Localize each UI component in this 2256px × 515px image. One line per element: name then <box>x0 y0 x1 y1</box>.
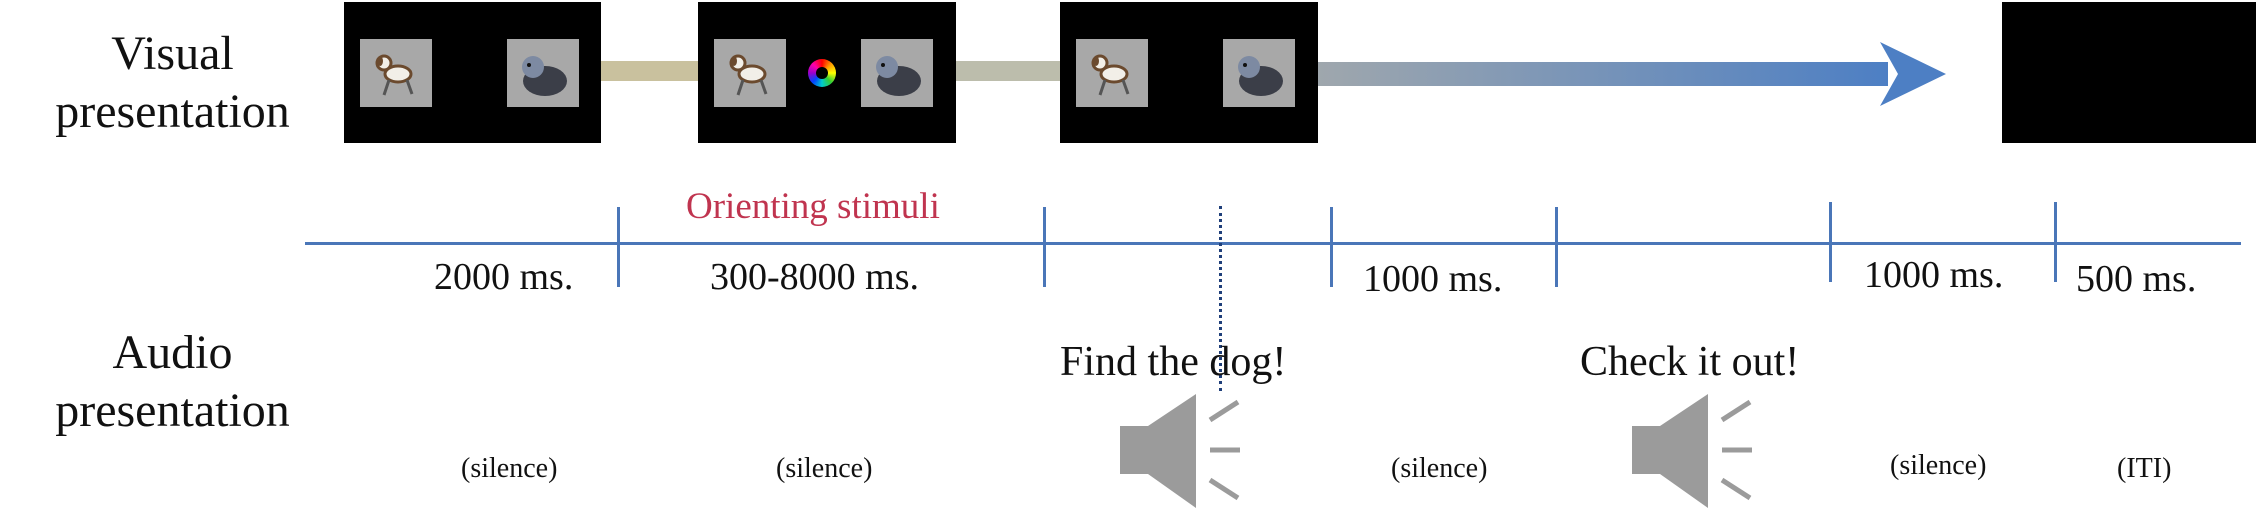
duration-label: 2000 ms. <box>434 256 574 298</box>
blank-frame <box>2002 2 2256 143</box>
timeline-tick <box>1555 207 1558 287</box>
stimulus-frame-3 <box>1060 2 1318 143</box>
connector-bar-1 <box>600 61 700 81</box>
audio-label-line2: presentation <box>55 384 290 437</box>
duration-label: 1000 ms. <box>1363 258 1503 300</box>
speech-followup: Check it out! <box>1580 339 1800 385</box>
duration-label: 500 ms. <box>2076 258 2197 300</box>
orienting-stimuli-label: Orienting stimuli <box>686 186 940 227</box>
timeline-tick <box>617 207 620 287</box>
stimulus-frame-2 <box>698 2 956 143</box>
timeline-tick <box>2054 202 2057 282</box>
speaker-icon <box>1632 394 1752 508</box>
silence-label: (silence) <box>776 453 873 484</box>
timeline-tick <box>1330 207 1333 287</box>
timeline-tick <box>1043 207 1046 287</box>
dog-image <box>1076 39 1148 107</box>
silence-label: (silence) <box>1890 450 1987 481</box>
duration-label: 300-8000 ms. <box>710 256 919 298</box>
silence-label: (silence) <box>1391 453 1488 484</box>
visual-label-line2: presentation <box>55 85 290 138</box>
wombat-image <box>1223 39 1295 107</box>
visual-presentation-label: Visual presentation <box>0 25 345 141</box>
color-wheel-icon <box>808 59 836 87</box>
connector-bar-2 <box>955 61 1061 81</box>
speaker-icon <box>1120 394 1240 508</box>
onset-dotted-line <box>1219 206 1222 391</box>
iti-label: (ITI) <box>2117 453 2172 484</box>
wombat-image <box>861 39 933 107</box>
duration-label: 1000 ms. <box>1864 254 2004 296</box>
silence-label: (silence) <box>461 453 558 484</box>
speech-prompt: Find the dog! <box>1060 339 1287 385</box>
dog-image <box>360 39 432 107</box>
dog-image <box>714 39 786 107</box>
timeline-tick <box>1829 202 1832 282</box>
audio-label-line1: Audio <box>112 326 233 379</box>
stimulus-frame-1 <box>344 2 601 143</box>
audio-presentation-label: Audio presentation <box>0 324 345 440</box>
wombat-image <box>507 39 579 107</box>
visual-label-line1: Visual <box>111 27 234 80</box>
timeline-axis <box>305 242 2241 245</box>
progression-arrow <box>1318 42 1946 106</box>
